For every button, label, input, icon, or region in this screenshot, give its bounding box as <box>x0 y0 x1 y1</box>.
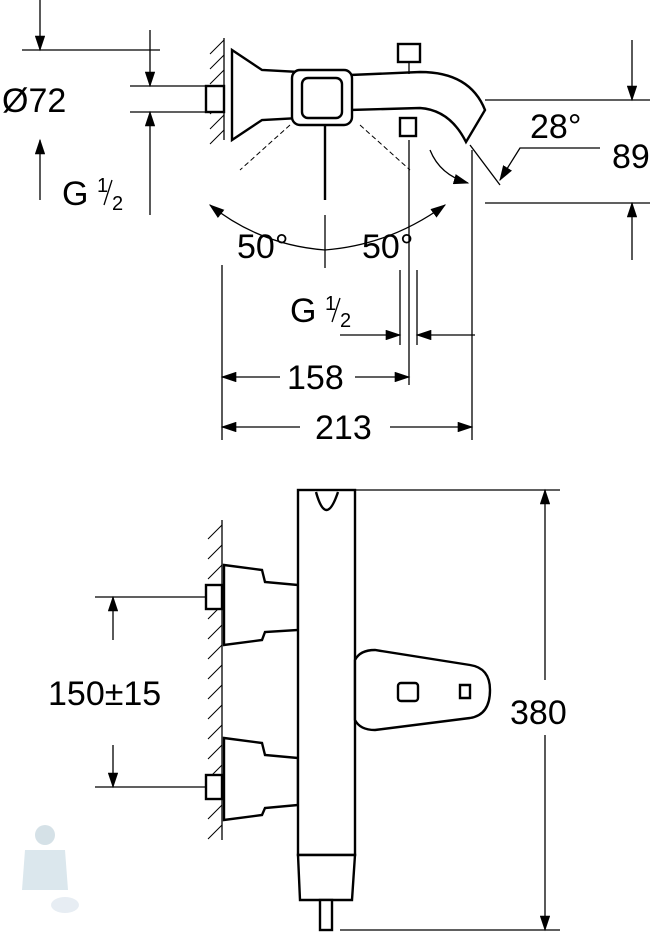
svg-text:1: 1 <box>97 175 108 197</box>
svg-text:1: 1 <box>325 293 336 315</box>
angle-right-label: 50° <box>362 228 413 266</box>
wall-hatch-front <box>207 520 223 840</box>
top-view: Ø72 G 1 2 28° 89 50° 50° G 1 2 <box>2 0 650 447</box>
spout-height-label: 89 <box>612 138 650 176</box>
svg-text:2: 2 <box>112 193 123 215</box>
angle-left-label: 50° <box>237 228 288 266</box>
width-158-label: 158 <box>287 359 344 397</box>
thermostat-body <box>296 488 357 857</box>
hanger-notch <box>314 491 340 512</box>
handshower-outlet <box>398 116 418 138</box>
escutcheon-upper <box>222 563 300 647</box>
thread-label-bottom: G 1 2 <box>290 292 351 332</box>
front-view: 150±15 380 <box>48 488 567 932</box>
height-380-label: 380 <box>510 694 567 732</box>
spout-angle-label: 28° <box>530 108 581 146</box>
button <box>396 681 420 703</box>
handle-inner <box>300 76 344 120</box>
mixer-body-top <box>230 47 302 143</box>
inlet-lower <box>204 773 224 801</box>
bottom-cap <box>296 853 357 902</box>
svg-text:2: 2 <box>340 310 351 332</box>
spout-front <box>353 648 492 732</box>
svg-text:G: G <box>290 292 316 330</box>
svg-text:G: G <box>62 175 88 213</box>
inlet-spacing-label: 150±15 <box>48 675 161 713</box>
thread-label-left: G 1 2 <box>62 175 123 215</box>
width-213-label: 213 <box>315 409 372 447</box>
escutcheon-lower <box>222 736 300 822</box>
watermark-logo <box>22 825 79 913</box>
inlet-top <box>204 84 226 114</box>
diverter-knob <box>396 42 422 64</box>
outlet-bottom <box>318 898 334 932</box>
inlet-upper <box>204 583 224 611</box>
diameter-label: Ø72 <box>2 82 66 120</box>
aerator <box>458 683 472 700</box>
spout <box>348 70 487 145</box>
